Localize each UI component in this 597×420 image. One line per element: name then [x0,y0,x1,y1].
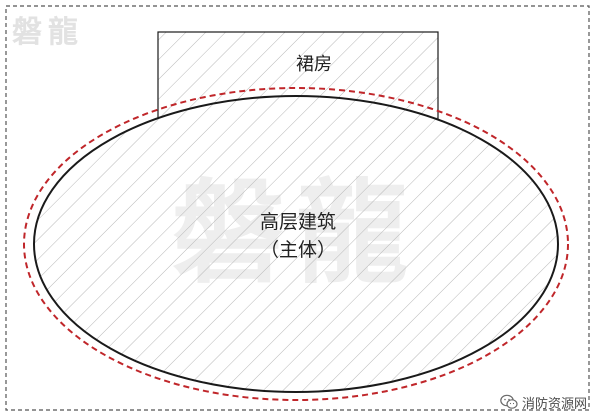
wechat-logo-icon [500,394,518,409]
footer-brand: 消防资源网 [500,392,587,412]
podium-label: 裙房 [296,54,332,75]
main-building-label: 高层建筑 [260,211,336,233]
red-dashed-boundary [23,87,569,401]
footer-brand-text: 消防资源网 [521,396,587,412]
main-building-sublabel: （主体） [260,239,336,261]
outer-dashed-border [5,5,590,411]
corner-watermark: 磐龍 [12,15,84,50]
main-building-outline [33,95,559,393]
